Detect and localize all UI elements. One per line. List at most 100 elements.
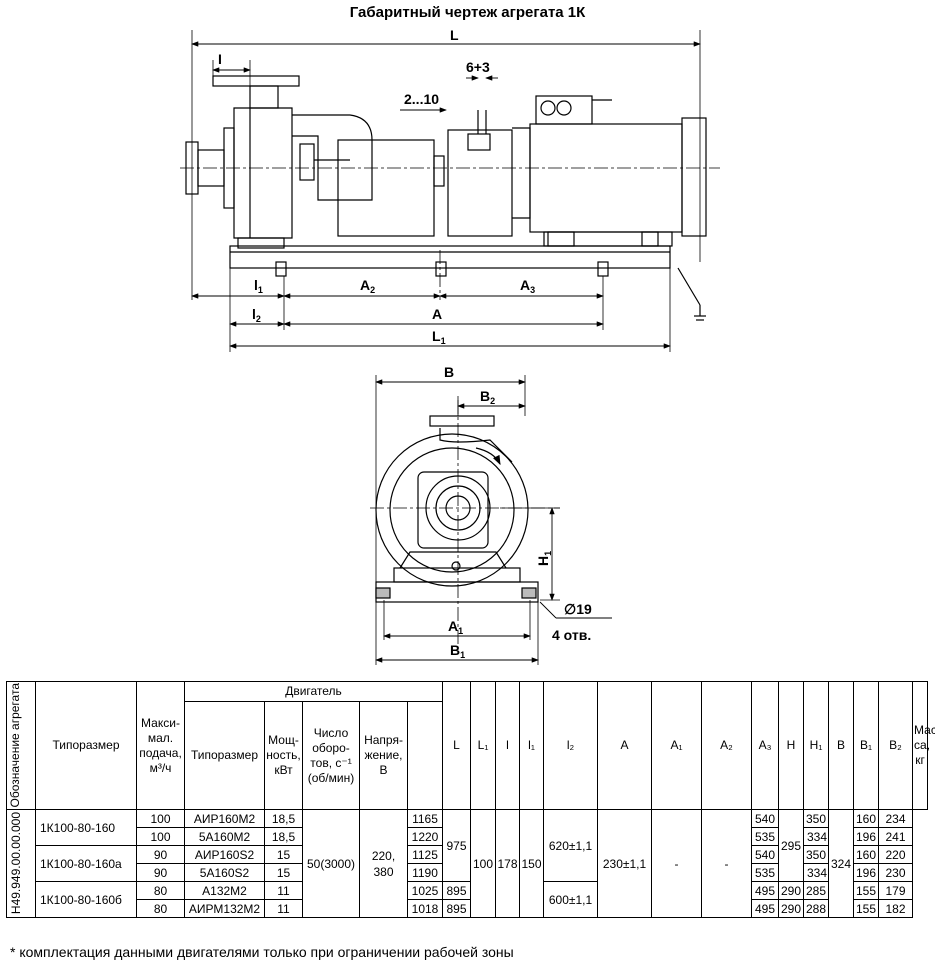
cell-mass: 241 [878,827,914,846]
dim-H1: H1 [535,551,553,566]
table-row: 1К100-80-160а 90 АИР160S2 15 1125 540 35… [7,845,928,882]
side-view [185,75,707,321]
drawing-title: Габаритный чертеж агрегата 1К [349,4,586,21]
cell-B: 334 [803,827,830,846]
table-row: 100 5А160М2 18,5 1220 535 334 196 241 [7,827,928,846]
cell-L: 1165 [406,809,444,828]
dim-2-10: 2...10 [404,91,439,107]
table-row: 1К100-80-160б 80 А132М2 11 1025 895 600±… [7,881,928,918]
cell-B: 285 [803,881,830,900]
cell-power: 11 [264,881,303,900]
cell-H: 540 [751,809,780,828]
cell-H1: 290 [778,881,805,900]
dimension-drawing: L I 6+3 2...10 l1 A2 A3 l2 A L1 B B2 H1 … [180,27,720,665]
designation-cell: Н49.949.00.00.000 [6,809,36,918]
header-designation: Обозначение агрегата [6,681,36,810]
cell-B: 350 [803,845,830,864]
cell-H: 535 [751,827,780,846]
header-l: l [495,681,521,810]
cell-motor: 5А160S2 [184,863,265,882]
header-A: A [597,681,653,810]
cell-mass: 230 [878,863,914,882]
cell-L1: 895 [442,881,472,900]
dim-l1: l1 [254,277,263,295]
header-voltage: Напря-жение, В [359,701,408,810]
cell-flow: 80 [136,881,185,900]
header-type: Типоразмер [35,681,137,810]
cell-l1: 178 [495,809,521,918]
dim-A2: A2 [360,277,375,295]
header-L: L [442,681,472,810]
cell-B2: 160 [853,845,880,864]
cell-speed: 50(3000) [302,809,360,918]
cell-A: 600±1,1 [543,881,599,918]
cell-H: 535 [751,863,780,882]
cell-motor: А132М2 [184,881,265,900]
cell-motor: АИР160S2 [184,845,265,864]
header-H1: H₁ [803,681,830,810]
dim-L1: L1 [432,328,446,346]
header-A2: A₂ [701,681,753,810]
cell-flow: 90 [136,863,185,882]
cell-power: 18,5 [264,827,303,846]
header-A3: A₃ [751,681,780,810]
cell-type: 1К100-80-160б [35,881,137,918]
cell-H: 540 [751,845,780,864]
cell-motor: АИР160М2 [184,809,265,828]
cell-H: 495 [751,899,780,918]
cell-flow: 80 [136,899,185,918]
header-power: Мощ-ность, кВт [264,701,303,810]
cell-flow: 100 [136,809,185,828]
cell-H1: 295 [778,809,805,882]
cell-B2: 155 [853,881,880,900]
cell-motor: 5А160М2 [184,827,265,846]
dim-B1: B1 [450,642,465,660]
cell-flow: 100 [136,827,185,846]
cell-mass: 220 [878,845,914,864]
cell-type: 1К100-80-160 [35,809,137,846]
header-mass: Мас-са, кг [912,681,935,810]
header-motor-type: Типоразмер [184,701,265,810]
cell-L: 1025 [406,881,444,900]
cell-A3: - [701,809,753,918]
cell-B2: 155 [853,899,880,918]
dim-6-3: 6+3 [466,59,490,75]
dim-l2: l2 [252,306,261,324]
header-l2: l₂ [543,681,599,810]
header-B2: B₂ [878,681,914,810]
cell-motor: АИРМ132М2 [184,899,265,918]
cell-power: 11 [264,899,303,918]
specification-table: Обозначение агрегата Типоразмер Макси-ма… [6,681,935,918]
cell-type: 1К100-80-160а [35,845,137,882]
cell-power: 18,5 [264,809,303,828]
cell-voltage: 220, 380 [359,809,408,918]
cell-l2: 150 [519,809,545,918]
cell-L: 1190 [406,863,444,882]
table-row: 80 АИРМ132М2 11 1018 895 495 290 288 155… [7,899,928,918]
footnote: * комплектация данными двигателями тольк… [10,944,514,960]
header-l1: l₁ [519,681,545,810]
cell-B2: 196 [853,827,880,846]
header-A1: A₁ [651,681,703,810]
cell-B2: 160 [853,809,880,828]
cell-mass: 182 [878,899,914,918]
dim-I: I [218,51,222,67]
dim-hole-diameter: ∅19 [564,601,592,617]
cell-B: 350 [803,809,830,828]
cell-A: 620±1,1 [543,809,599,882]
cell-mass: 179 [878,881,914,900]
header-speed: Число оборо-тов, с⁻¹ (об/мин) [302,701,360,810]
cell-B1: 324 [828,809,855,918]
dim-A3: A3 [520,277,535,295]
header-flow: Макси-мал. подача, м³/ч [136,681,185,810]
cell-mass: 234 [878,809,914,828]
header-L1: L₁ [470,681,497,810]
cell-l: 100 [470,809,497,918]
header-motor: Двигатель [183,681,444,702]
cell-power: 15 [264,863,303,882]
cell-L: 1018 [406,899,444,918]
cell-B: 334 [803,863,830,882]
cell-A1: 230±1,1 [597,809,653,918]
cell-flow: 90 [136,845,185,864]
cell-L1: 975 [442,809,472,882]
